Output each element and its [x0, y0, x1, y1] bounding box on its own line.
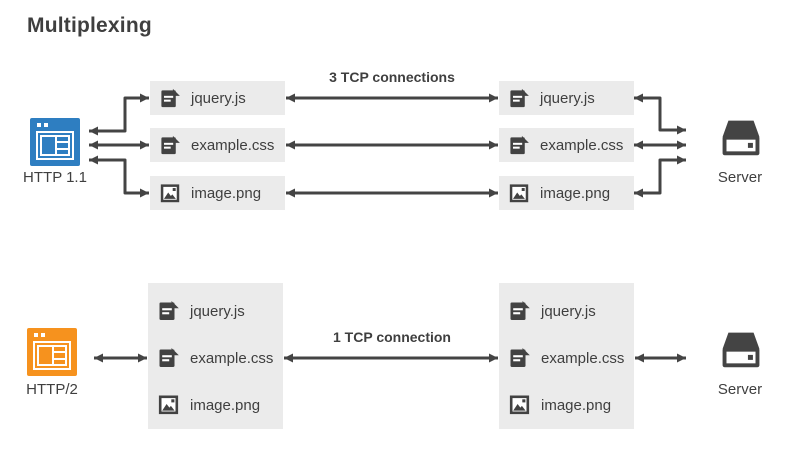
file-name: example.css [190, 349, 274, 367]
file-name: jquery.js [541, 302, 596, 320]
file-name: image.png [541, 396, 612, 414]
file-row: example.css [157, 346, 283, 370]
file-name: example.css [541, 349, 625, 367]
server-icon [722, 332, 760, 368]
file-name: example.css [191, 136, 275, 154]
file-text-icon [510, 348, 530, 367]
file-row: example.css [508, 346, 634, 370]
file-box: example.css [499, 128, 634, 162]
file-text-icon [510, 88, 529, 107]
file-name: jquery.js [540, 89, 595, 107]
file-row: jquery.js [508, 299, 634, 323]
server-icon [722, 120, 760, 156]
file-name: jquery.js [190, 302, 245, 320]
file-box: image.png [499, 176, 634, 210]
connection-count-label-top: 3 TCP connections [329, 69, 455, 85]
file-row: image.png [157, 393, 283, 417]
file-name: jquery.js [191, 89, 246, 107]
file-group: jquery.js example.css image.png [499, 283, 634, 429]
http11-label: HTTP 1.1 [23, 169, 87, 186]
browser-icon [27, 328, 77, 376]
file-text-icon [161, 88, 180, 107]
browser-icon [30, 118, 80, 166]
file-image-icon [509, 395, 530, 415]
http2-label: HTTP/2 [26, 381, 78, 398]
file-text-icon [510, 135, 529, 154]
server-label-bottom: Server [717, 381, 763, 398]
file-text-icon [510, 301, 530, 320]
file-image-icon [158, 395, 179, 415]
file-image-icon [160, 183, 180, 202]
file-row: image.png [508, 393, 634, 417]
file-name: image.png [191, 184, 262, 202]
server-label-top: Server [717, 169, 763, 186]
file-row: jquery.js [157, 299, 283, 323]
file-image-icon [509, 183, 529, 202]
file-text-icon [159, 348, 179, 367]
file-group: jquery.js example.css image.png [148, 283, 283, 429]
file-box: example.css [150, 128, 285, 162]
file-name: image.png [540, 184, 611, 202]
file-name: image.png [190, 396, 261, 414]
connection-count-label-bottom: 1 TCP connection [333, 329, 451, 345]
file-box: jquery.js [499, 81, 634, 115]
file-box: image.png [150, 176, 285, 210]
page-title: Multiplexing [27, 14, 152, 37]
file-box: jquery.js [150, 81, 285, 115]
file-text-icon [161, 135, 180, 154]
file-text-icon [159, 301, 179, 320]
browser-window-dots [37, 123, 74, 127]
file-name: example.css [540, 136, 624, 154]
browser-window-dots [34, 333, 71, 337]
